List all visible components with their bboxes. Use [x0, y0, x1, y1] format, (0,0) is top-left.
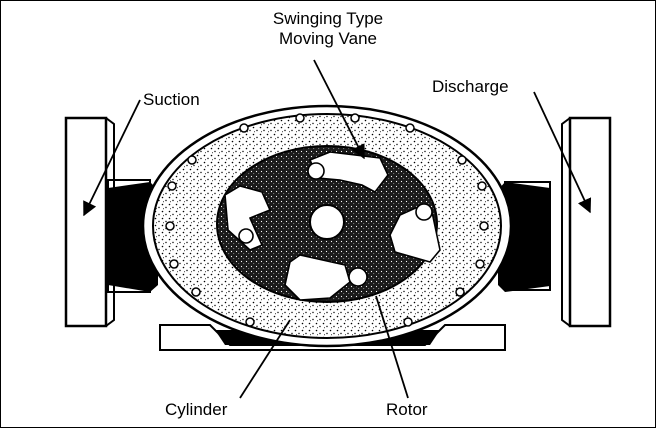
vane-label-line1: Swinging Type [228, 9, 428, 29]
discharge-label: Discharge [432, 77, 509, 97]
suction-label: Suction [143, 90, 200, 110]
vane-label-line2: Moving Vane [228, 29, 428, 49]
cylinder-label: Cylinder [165, 400, 227, 420]
discharge-flange [498, 118, 610, 326]
rotor-label: Rotor [386, 400, 428, 420]
vane-label: Swinging Type Moving Vane [228, 9, 428, 48]
